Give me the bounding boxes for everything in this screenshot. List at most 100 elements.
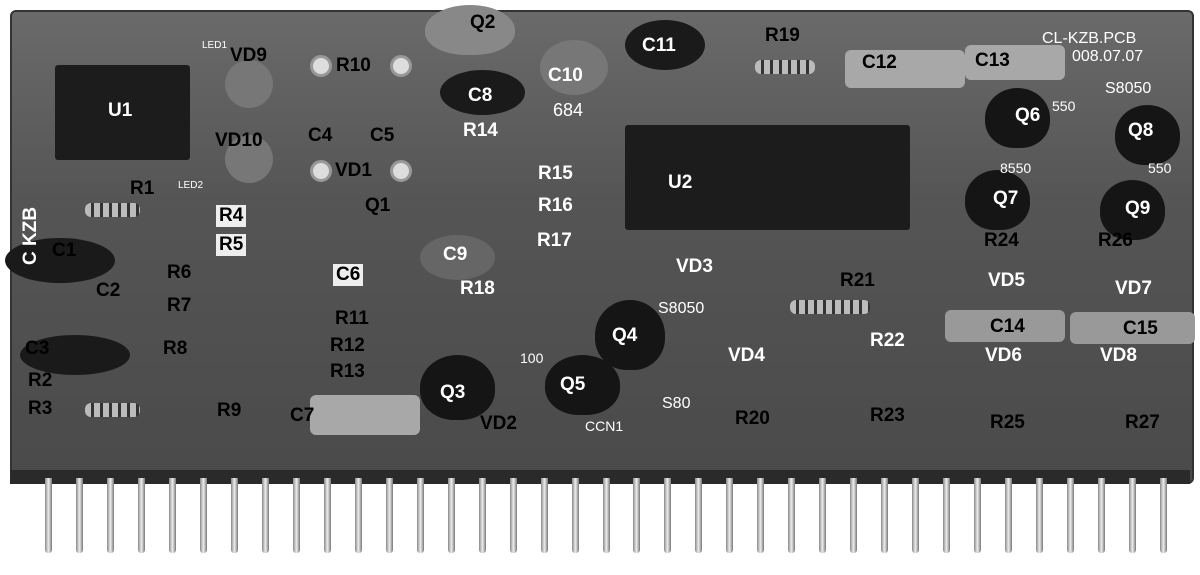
board-edge [10, 470, 1190, 484]
label-r13: R13 [330, 361, 365, 382]
label-q5: Q5 [560, 374, 586, 395]
label-q2: Q2 [470, 12, 496, 33]
mark-s80: S80 [662, 395, 691, 412]
transistor-q5 [545, 355, 620, 415]
label-c14: C14 [990, 316, 1025, 337]
label-c15: C15 [1123, 318, 1158, 339]
label-u1: U1 [108, 100, 133, 121]
label-r6: R6 [167, 262, 192, 283]
transistor-q6 [985, 88, 1050, 148]
label-r10: R10 [336, 55, 371, 76]
header-pin [385, 478, 393, 553]
capacitor-c10 [540, 40, 608, 95]
label-c8: C8 [468, 85, 493, 106]
label-q7: Q7 [993, 188, 1019, 209]
label-vd3: VD3 [676, 256, 713, 277]
header-pin [974, 478, 982, 553]
label-vd10: VD10 [215, 130, 263, 151]
header-pin [633, 478, 641, 553]
label-r7: R7 [167, 295, 192, 316]
resistor-r1 [85, 203, 140, 217]
mark-s8050-mid: S8050 [658, 300, 705, 317]
header-pin [416, 478, 424, 553]
label-c12: C12 [862, 52, 897, 73]
header-pin [1098, 478, 1106, 553]
transistor-q3 [420, 355, 495, 420]
header-pin [757, 478, 765, 553]
header-pin [230, 478, 238, 553]
ic-u1 [55, 65, 190, 160]
capacitor-c1 [5, 238, 115, 283]
label-r8: R8 [163, 338, 188, 359]
label-vd4: VD4 [728, 345, 765, 366]
label-r23: R23 [870, 405, 905, 426]
label-q6: Q6 [1015, 105, 1041, 126]
label-vd5: VD5 [988, 270, 1025, 291]
resistor-r19 [755, 60, 815, 74]
label-c6: C6 [333, 264, 364, 286]
label-r12: R12 [330, 335, 365, 356]
mark-kzb: C KZB [20, 206, 41, 265]
label-vd6: VD6 [985, 345, 1022, 366]
capacitor-c15 [1070, 312, 1195, 344]
ic-u2 [625, 125, 910, 230]
resistor-r3 [85, 403, 140, 417]
label-c4: C4 [308, 125, 333, 146]
resistor-r21 [790, 300, 870, 314]
header-pin [137, 478, 145, 553]
header-pin [323, 478, 331, 553]
label-r27: R27 [1125, 412, 1160, 433]
transistor-q9 [1100, 180, 1165, 240]
mark-led2: LED2 [178, 180, 204, 191]
label-r3: R3 [28, 398, 53, 419]
label-c3: C3 [25, 338, 50, 359]
label-q4: Q4 [612, 325, 638, 346]
label-r22: R22 [870, 330, 905, 351]
label-r21: R21 [840, 270, 875, 291]
label-r17: R17 [537, 230, 572, 251]
mark-s8050-top: S8050 [1105, 80, 1152, 97]
header-pin [354, 478, 362, 553]
label-q1: Q1 [365, 195, 391, 216]
label-r9: R9 [217, 400, 242, 421]
label-vd9: VD9 [230, 45, 267, 66]
header-pin [45, 478, 52, 553]
led-vd10 [225, 135, 273, 183]
transistor-q4 [595, 300, 665, 370]
label-q9: Q9 [1125, 198, 1151, 219]
transistor-q7 [965, 170, 1030, 230]
transistor-q8 [1115, 105, 1180, 165]
label-r14: R14 [463, 120, 498, 141]
header-pin [199, 478, 207, 553]
label-r18: R18 [460, 278, 495, 299]
capacitor-c14 [945, 310, 1065, 342]
header-pin [75, 478, 83, 553]
header-pin [1036, 478, 1044, 553]
capacitor-c8 [440, 70, 525, 115]
board-date: 008.07.07 [1072, 48, 1144, 65]
label-r1: R1 [130, 178, 155, 199]
header-pin [850, 478, 858, 553]
board-name: CL-KZB.PCB [1042, 30, 1137, 47]
header-pin [602, 478, 610, 553]
label-r4: R4 [216, 205, 247, 227]
label-c11: C11 [642, 35, 676, 56]
capacitor-c9 [420, 235, 495, 280]
mark-684: 684 [553, 100, 584, 120]
label-r25: R25 [990, 412, 1025, 433]
header-pin [1067, 478, 1075, 553]
label-r26: R26 [1098, 230, 1133, 251]
header-pin [1160, 478, 1167, 553]
header-pin [571, 478, 579, 553]
header-pin [540, 478, 548, 553]
header-pin [726, 478, 734, 553]
label-r15: R15 [538, 163, 573, 184]
label-r5: R5 [216, 234, 247, 256]
header-pin [1005, 478, 1013, 553]
mark-550: 550 [1052, 98, 1076, 114]
header-pin [168, 478, 176, 553]
label-c10: C10 [548, 65, 583, 86]
mark-8550: 8550 [1000, 160, 1032, 176]
label-c9: C9 [443, 244, 468, 265]
header-pin [819, 478, 827, 553]
